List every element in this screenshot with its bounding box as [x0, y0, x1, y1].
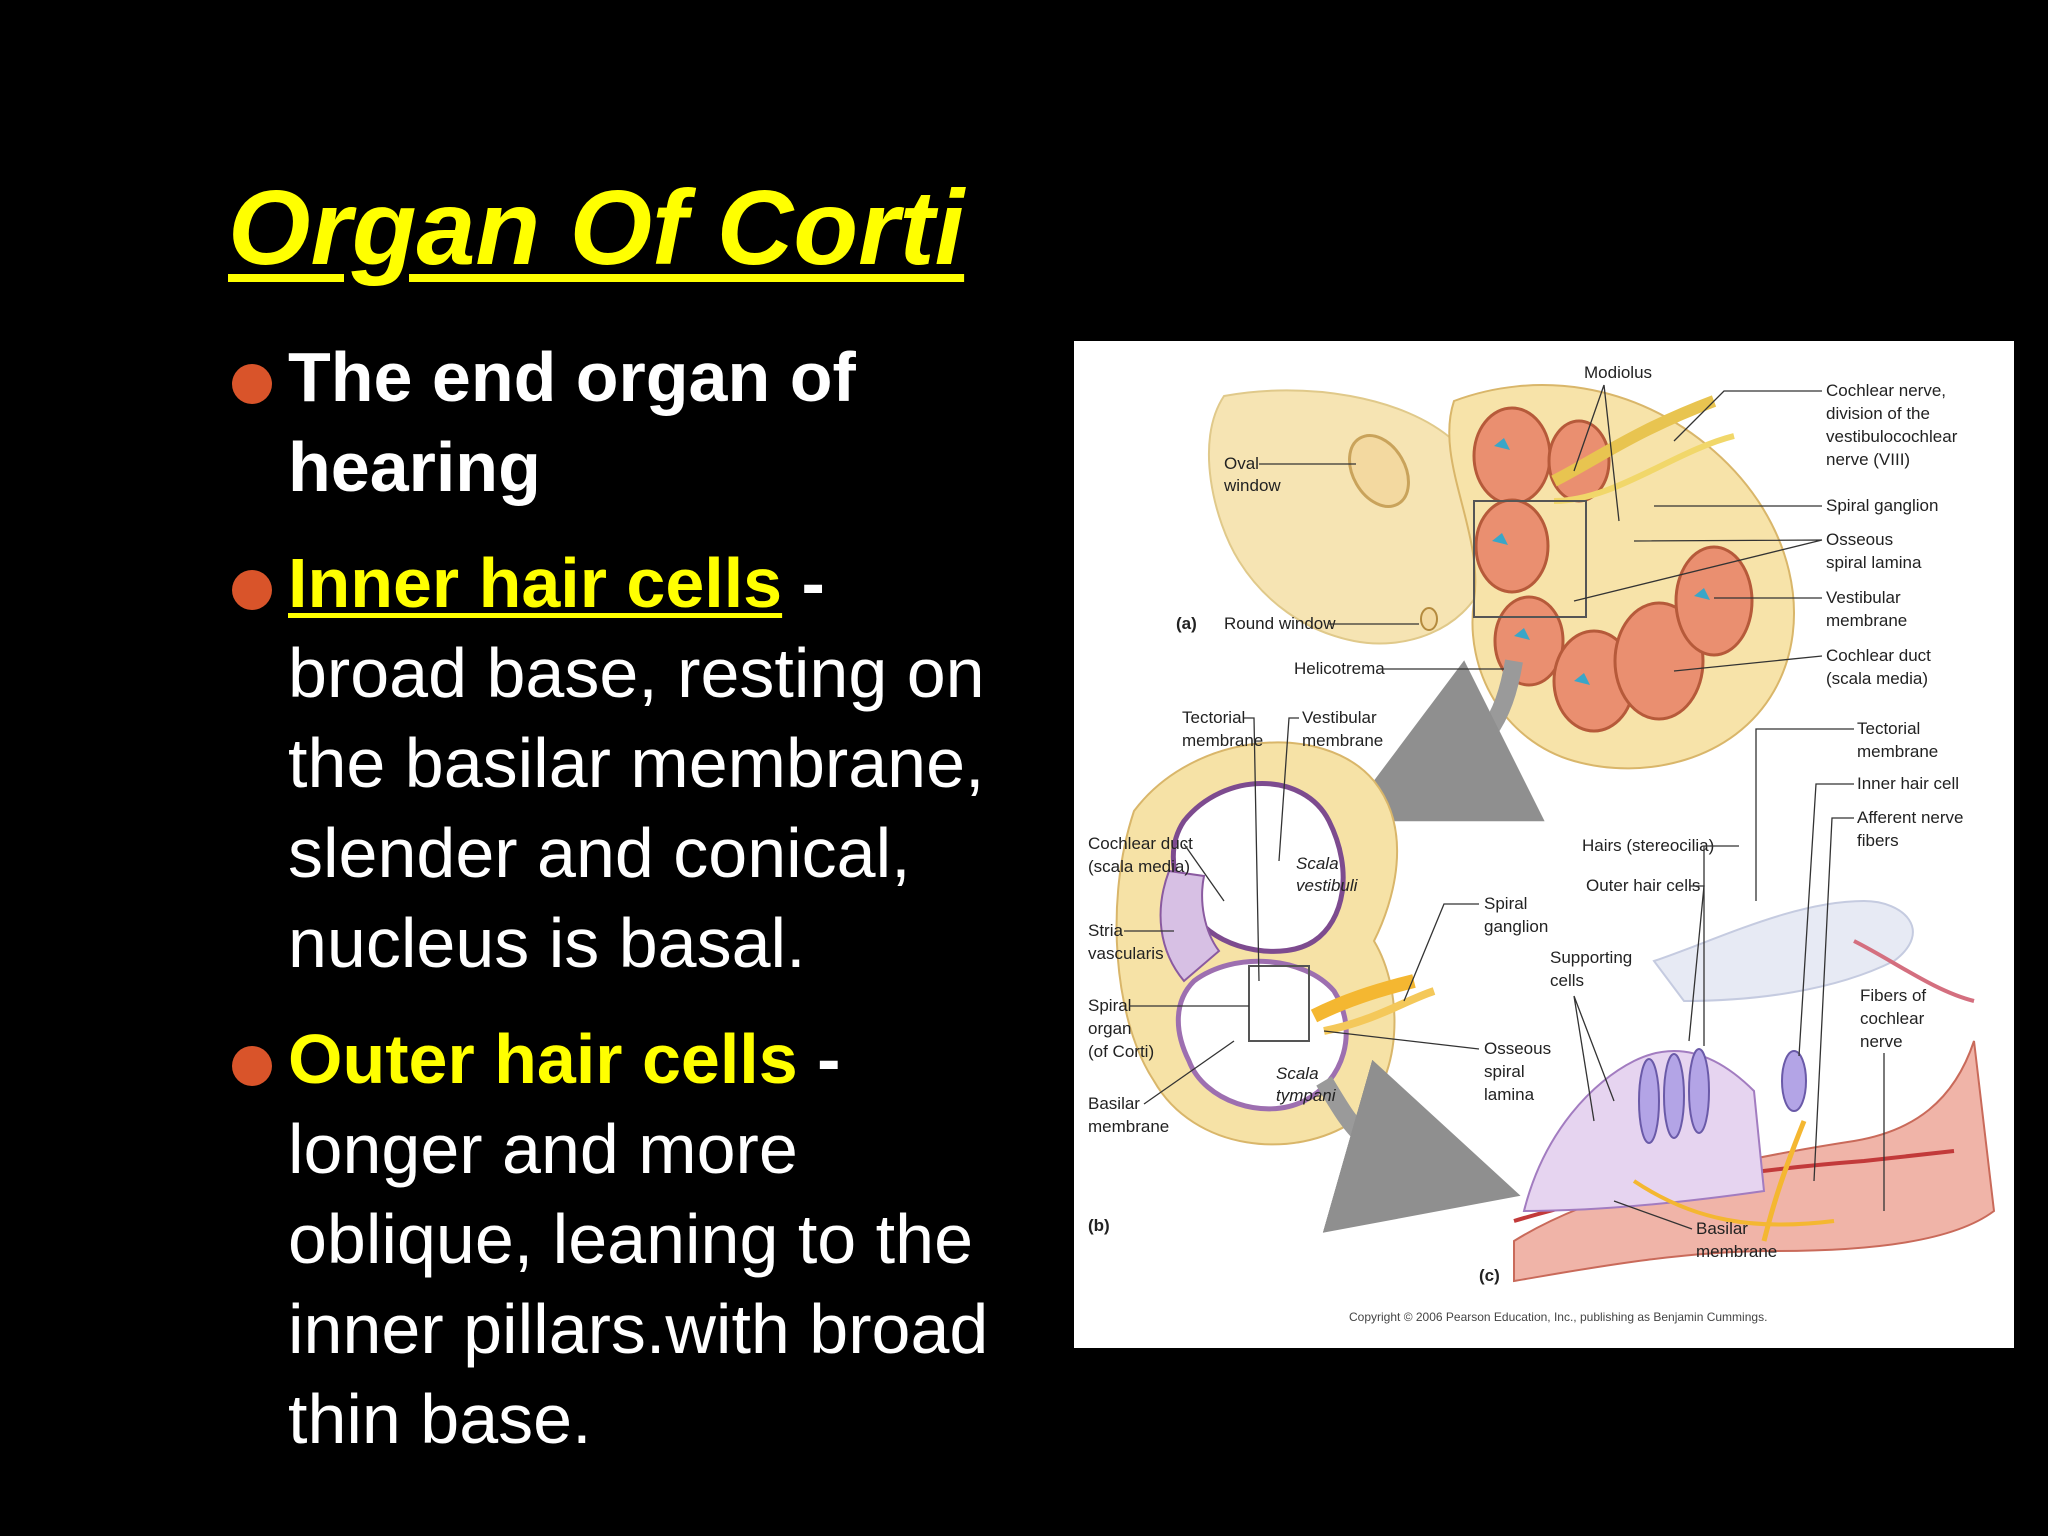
label-round-window: Round window: [1224, 614, 1336, 633]
cochlea-diagram: (a) Modiolus Oval window Round window He…: [1088, 363, 1996, 1324]
label-cochlear-nerve-3: vestibulocochlear: [1826, 427, 1958, 446]
bullet-separator: -: [797, 1020, 841, 1098]
label-vestibular-membrane-2: membrane: [1826, 611, 1907, 630]
label-tectorial-membrane-b: Tectorial: [1182, 708, 1245, 727]
label-spiral-ganglion: Spiral ganglion: [1826, 496, 1938, 515]
label-osseous-spiral-lamina-b-2: spiral: [1484, 1062, 1525, 1081]
label-tectorial-membrane-c-2: membrane: [1857, 742, 1938, 761]
bullet-dot: [232, 570, 272, 610]
bullet-item: The end organ of hearing: [228, 332, 1028, 512]
label-spiral-organ-2: organ: [1088, 1019, 1131, 1038]
bullet-text: The end organ of hearing: [288, 338, 856, 506]
label-osseous-spiral-lamina-b: Osseous: [1484, 1039, 1551, 1058]
label-oval-window: Oval: [1224, 454, 1259, 473]
label-basilar-membrane-c-2: membrane: [1696, 1242, 1777, 1261]
bullet-description: longer and more oblique, leaning to the …: [288, 1110, 989, 1458]
label-outer-hair-cells: Outer hair cells: [1586, 876, 1700, 895]
label-vestibular-membrane-b: Vestibular: [1302, 708, 1377, 727]
panel-a-cochlea: [1207, 384, 1795, 822]
label-cochlear-nerve-2: division of the: [1826, 404, 1930, 423]
label-basilar-membrane-c: Basilar: [1696, 1219, 1748, 1238]
label-supporting-cells-2: cells: [1550, 971, 1584, 990]
panel-b-cross-section: [1115, 741, 1521, 1233]
panel-label-a: (a): [1176, 614, 1197, 633]
label-tectorial-membrane-b-2: membrane: [1182, 731, 1263, 750]
bullet-separator: -: [782, 544, 825, 622]
bullet-list: The end organ of hearing Inner hair cell…: [228, 332, 1028, 1490]
label-stria-vascularis: Stria: [1088, 921, 1124, 940]
bullet-dot: [232, 1046, 272, 1086]
label-fibers-of-cochlear-nerve: Fibers of: [1860, 986, 1926, 1005]
label-afferent-nerve-fibers: Afferent nerve: [1857, 808, 1963, 827]
label-cochlear-duct: Cochlear duct: [1826, 646, 1931, 665]
label-cochlear-nerve-4: nerve (VIII): [1826, 450, 1910, 469]
slide-title: Organ Of Corti: [228, 169, 965, 287]
label-spiral-ganglion-b: Spiral: [1484, 894, 1527, 913]
label-tectorial-membrane-c: Tectorial: [1857, 719, 1920, 738]
label-fibers-of-cochlear-nerve-3: nerve: [1860, 1032, 1903, 1051]
label-modiolus: Modiolus: [1584, 363, 1652, 382]
label-afferent-nerve-fibers-2: fibers: [1857, 831, 1899, 850]
label-spiral-organ: Spiral: [1088, 996, 1131, 1015]
panel-c-organ-of-corti: [1513, 899, 1996, 1283]
label-stria-vascularis-2: vascularis: [1088, 944, 1164, 963]
label-cochlear-duct-2: (scala media): [1826, 669, 1928, 688]
label-cochlear-duct-b: Cochlear duct: [1088, 834, 1193, 853]
panel-label-c: (c): [1479, 1266, 1500, 1285]
label-osseous-spiral-lamina-2: spiral lamina: [1826, 553, 1922, 572]
copyright-notice: Copyright © 2006 Pearson Education, Inc.…: [1349, 1310, 1767, 1324]
labels-panel-a: (a) Modiolus Oval window Round window He…: [1176, 363, 1958, 688]
label-helicotrema: Helicotrema: [1294, 659, 1385, 678]
cochlea-figure: (a) Modiolus Oval window Round window He…: [1074, 341, 2014, 1348]
label-basilar-membrane-b-2: membrane: [1088, 1117, 1169, 1136]
bullet-dot: [232, 364, 272, 404]
labels-panel-b: (b) Tectorial membrane Vestibular membra…: [1088, 708, 1551, 1235]
label-oval-window-2: window: [1223, 476, 1281, 495]
bullet-term-outer-hair-cells: Outer hair cells: [288, 1020, 798, 1098]
label-vestibular-membrane-b-2: membrane: [1302, 731, 1383, 750]
label-hairs-stereocilia: Hairs (stereocilia): [1582, 836, 1714, 855]
label-scala-vestibuli: Scala: [1296, 854, 1339, 873]
bullet-term-inner-hair-cells: Inner hair cells: [288, 544, 783, 622]
label-osseous-spiral-lamina-b-3: lamina: [1484, 1085, 1535, 1104]
label-fibers-of-cochlear-nerve-2: cochlear: [1860, 1009, 1925, 1028]
label-supporting-cells: Supporting: [1550, 948, 1632, 967]
bullet-item: Inner hair cells - broad base, resting o…: [228, 538, 1028, 988]
label-spiral-ganglion-b-2: ganglion: [1484, 917, 1548, 936]
label-osseous-spiral-lamina: Osseous: [1826, 530, 1893, 549]
label-cochlear-duct-b-2: (scala media): [1088, 857, 1190, 876]
label-spiral-organ-3: (of Corti): [1088, 1042, 1154, 1061]
label-vestibular-membrane: Vestibular: [1826, 588, 1901, 607]
label-inner-hair-cell: Inner hair cell: [1857, 774, 1959, 793]
label-basilar-membrane-b: Basilar: [1088, 1094, 1140, 1113]
label-scala-tympani: Scala: [1276, 1064, 1319, 1083]
bullet-description: broad base, resting on the basilar membr…: [288, 634, 985, 982]
panel-label-b: (b): [1088, 1216, 1110, 1235]
label-scala-tympani-2: tympani: [1276, 1086, 1337, 1105]
label-scala-vestibuli-2: vestibuli: [1296, 876, 1359, 895]
labels-panel-c: (c) Tectorial membrane Inner hair cell A…: [1479, 719, 1963, 1285]
label-cochlear-nerve: Cochlear nerve,: [1826, 381, 1946, 400]
bullet-item: Outer hair cells - longer and more obliq…: [228, 1014, 1028, 1464]
